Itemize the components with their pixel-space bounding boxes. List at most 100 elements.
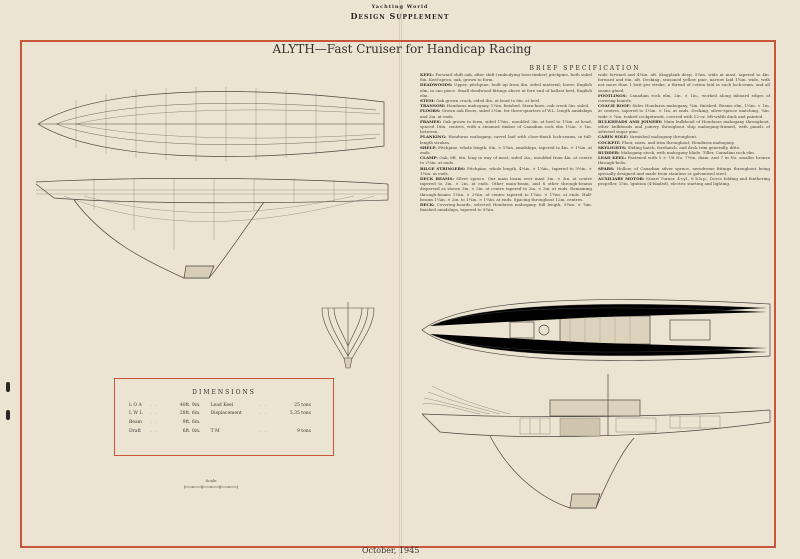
- spec-item: BULKHEADS AND JOINERY: Main bulkhead of …: [598, 119, 770, 135]
- spec-term: BILGE STRINGERS:: [420, 165, 466, 171]
- masthead: Yachting World Design Supplement: [330, 4, 470, 21]
- spec-item: STEM: Oak grown crook, sided 4in. at hea…: [420, 98, 592, 103]
- spec-term: COACH ROOF:: [598, 103, 631, 109]
- page-title: ALYTH—Fast Cruiser for Handicap Racing: [272, 42, 532, 56]
- spec-term: SHELF:: [420, 144, 437, 150]
- spec-item: DECK: Covering-boards, selected Honduras…: [420, 202, 592, 212]
- dimension-dots: . .: [259, 428, 268, 434]
- dimension-label: L O A: [129, 402, 142, 408]
- specification-left-column: KEEL: Forward shift oak, after shift (em…: [420, 72, 592, 212]
- spec-term: FOOTLINGS:: [598, 92, 627, 98]
- spec-term: RUDDER:: [598, 150, 620, 156]
- dimension-value: 9ft. 6in.: [182, 419, 201, 425]
- spec-text: wide forward and 4¼in. aft. Kingplank de…: [598, 72, 770, 93]
- spec-term: FLOORS:: [420, 108, 441, 114]
- dimension-label: Draft: [129, 428, 141, 434]
- page-spine: [399, 0, 402, 559]
- spec-item: FRAMES: Oak grown to form, sided 1¾in., …: [420, 119, 592, 135]
- dimension-dots: . .: [150, 428, 158, 434]
- hull-lines-plan-drawing: [37, 87, 385, 161]
- spec-item: COACH ROOF: Sides Honduras mahogany, ¾in…: [598, 103, 770, 119]
- dimension-value-2: 5.35 tons: [289, 411, 311, 417]
- spec-text: Stuart Turner, 4-cyl., 8 b.h.p., Dorco f…: [598, 176, 770, 187]
- spec-item: wide forward and 4¼in. aft. Kingplank de…: [598, 72, 770, 93]
- spec-term: SKYLIGHTS:: [598, 144, 627, 150]
- binding-hole: [6, 410, 10, 420]
- dimension-value: 28ft. 6in.: [179, 411, 201, 417]
- spec-item: FLOORS: Grown oak floors, sided 2¼in. fo…: [420, 108, 592, 118]
- spec-item: SPARS: Hollow, of Canadian silver spruce…: [598, 166, 770, 176]
- spec-item: DECK BEAMS: Silver spruce. Our main beam…: [420, 176, 592, 202]
- spec-term: TRANSOM:: [420, 103, 446, 109]
- right-page-border: [400, 40, 776, 548]
- spec-text: Covering-boards, selected Honduras mahog…: [420, 202, 592, 213]
- issue-date: October, 1945: [362, 546, 420, 555]
- spec-text: Honduras mahogany, 1¼in. finished. Stern…: [446, 103, 590, 109]
- spec-term: STEM:: [420, 98, 435, 104]
- spec-text: Sliding hatch, forehatch, and deck trim …: [627, 144, 741, 150]
- spec-text: Grown oak floors, sided 2¼in. for three-…: [420, 108, 592, 119]
- dimension-label: L W L: [129, 411, 143, 417]
- dimension-dots: [260, 418, 272, 427]
- spec-item: SHELF: Pitchpine, whole length, 6in. × 1…: [420, 145, 592, 155]
- spec-item: SKYLIGHTS: Sliding hatch, forehatch, and…: [598, 145, 770, 150]
- dimension-value-2: 25 tons: [294, 402, 311, 408]
- spec-item: TRANSOM: Honduras mahogany, 1¼in. finish…: [420, 103, 592, 108]
- spec-term: FRAMES:: [420, 118, 442, 124]
- specification-right-column: wide forward and 4¼in. aft. Kingplank de…: [598, 72, 770, 186]
- spec-text: Oak grown to form, sided 1¾in., moulded …: [420, 118, 592, 135]
- publication-name: Yachting World: [371, 4, 429, 10]
- dimension-label-2: Displacement: [210, 411, 242, 417]
- spec-text: Fastened with 5 × 7/8 No. 7½in. diam. an…: [598, 155, 770, 166]
- spec-item: LEAD KEEL: Fastened with 5 × 7/8 No. 7½i…: [598, 155, 770, 165]
- spec-text: Upper, pitchpine, built up from 4in. sid…: [420, 82, 592, 98]
- spec-item: KEEL: Forward shift oak, after shift (em…: [420, 72, 592, 82]
- spec-item: PLANKING: Honduras mahogany, carvel laid…: [420, 134, 592, 144]
- supplement-title: Design Supplement: [350, 11, 450, 21]
- spec-item: CLAMP: Oak, 6ft. 6in. long in way of mas…: [420, 155, 592, 165]
- accommodation-profile-drawing: [421, 374, 771, 509]
- scale-label: Scale: [205, 478, 217, 483]
- spec-text: Hollow, of Canadian silver spruce, aerod…: [598, 165, 770, 176]
- dimension-dots: . .: [150, 411, 158, 417]
- spec-text: Oak grown crook, sided 4in. at head to 8…: [436, 98, 541, 104]
- spec-term: SPARS:: [598, 165, 615, 171]
- spec-text: Canadian rock elm, 2in. × 1in., worked a…: [598, 92, 770, 104]
- dimension-value: 40ft. 9in.: [179, 402, 201, 408]
- specification-heading: BRIEF SPECIFICATION: [529, 65, 641, 72]
- spec-text: Forward shift oak, after shift (embodyin…: [420, 72, 592, 83]
- deck-plan-drawing: [421, 299, 771, 361]
- spec-item: FOOTLINGS: Canadian rock elm, 2in. × 1in…: [598, 93, 770, 103]
- dimension-value-2: [272, 418, 321, 427]
- scale-bar: [184, 485, 238, 489]
- spec-text: Oak, 6ft. 6in. long in way of mast, side…: [420, 155, 592, 166]
- spec-item: DEADWOODS: Upper, pitchpine, built up fr…: [420, 82, 592, 98]
- spec-term: AUXILIARY MOTOR:: [598, 176, 645, 182]
- dimensions-heading: DIMENSIONS: [192, 389, 256, 396]
- spec-term: PLANKING:: [420, 134, 447, 140]
- dimension-dots: . .: [150, 402, 158, 408]
- spec-term: DEADWOODS:: [420, 82, 453, 88]
- spec-text: Varnished mahogany throughout.: [629, 134, 698, 140]
- spec-text: Silver spruce. Our main beam over mast 3…: [420, 176, 592, 202]
- left-page-border: [20, 40, 400, 548]
- dimension-row: Beam . . 9ft. 6in.: [129, 418, 321, 427]
- spec-text: Mahogany stock, with mahogany blade. Til…: [620, 150, 756, 156]
- dimension-row: Draft. .6ft. 0in.T M. .9 tons: [129, 427, 321, 436]
- dimension-row: L O A. .40ft. 9in.Lead Keel. .25 tons: [129, 401, 321, 410]
- spec-item: AUXILIARY MOTOR: Stuart Turner, 4-cyl., …: [598, 176, 770, 186]
- dimension-label: Beam: [129, 419, 142, 425]
- dimension-dots: . .: [259, 402, 268, 408]
- dimension-dots: . .: [150, 419, 158, 425]
- spec-term: DECK:: [420, 202, 435, 208]
- spec-term: CABIN SOLE:: [598, 134, 629, 140]
- spec-term: BULKHEADS AND JOINERY:: [598, 118, 663, 124]
- dimension-row: L W L. .28ft. 6in.Displacement. .5.35 to…: [129, 410, 321, 419]
- spec-text: Pitchpine, whole length, 4¼in. × 1¾in., …: [420, 165, 592, 176]
- spec-item: CABIN SOLE: Varnished mahogany throughou…: [598, 134, 770, 139]
- spec-term: CLAMP:: [420, 155, 438, 161]
- spec-term: COCKPIT:: [598, 139, 621, 145]
- spec-item: BILGE STRINGERS: Pitchpine, whole length…: [420, 166, 592, 176]
